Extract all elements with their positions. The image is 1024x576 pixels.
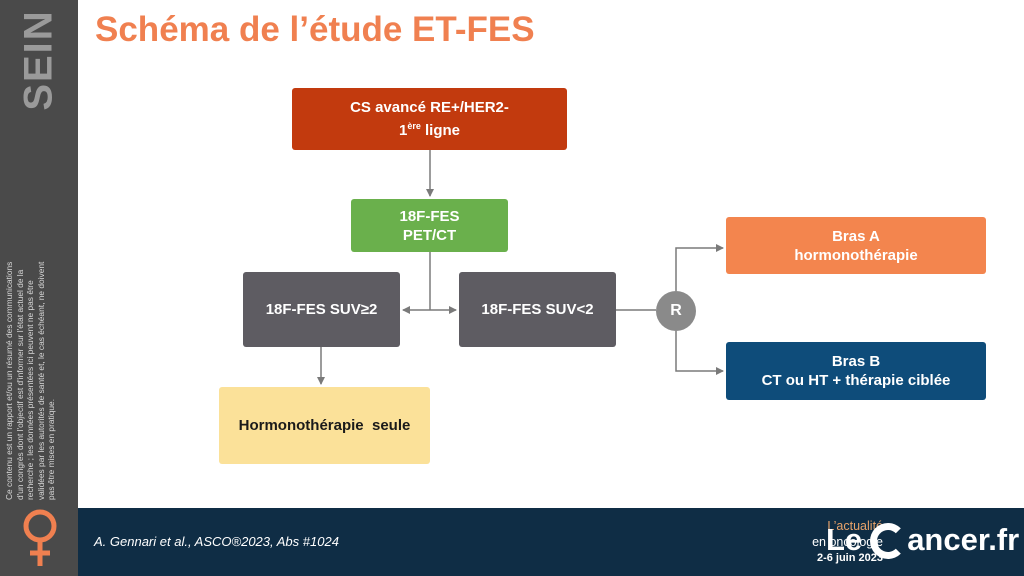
- suv-high-box: 18F-FES SUV≥2: [243, 272, 400, 347]
- arm-a-box: Bras A hormonothérapie: [726, 217, 986, 274]
- start-line1: CS avancé RE+/HER2-: [350, 99, 509, 116]
- connector-r-to-arm-b: [675, 331, 724, 375]
- hormono-label: Hormonothérapie seule: [238, 417, 411, 434]
- suv-high-label: 18F-FES SUV≥2: [265, 301, 378, 318]
- arm-b-line1: Bras B: [831, 353, 881, 370]
- actu-line2: en oncologie: [812, 535, 883, 549]
- event-dates: 2-6 juin 2023: [816, 552, 883, 564]
- pet-line1: 18F-FES: [399, 207, 460, 225]
- suv-low-box: 18F-FES SUV<2: [459, 272, 616, 347]
- start-line2-text: ligne: [420, 122, 461, 139]
- start-line2-sup: ère: [407, 121, 421, 131]
- connector-r-to-arm-a: [675, 244, 724, 291]
- start-line2: 1ère ligne: [399, 117, 460, 140]
- start-line2-num: 1: [398, 122, 408, 139]
- start-box: CS avancé RE+/HER2- 1ère ligne: [292, 88, 567, 150]
- arm-b-box: Bras B CT ou HT + thérapie ciblée: [726, 342, 986, 400]
- pet-line2: PET/CT: [402, 226, 457, 244]
- arm-b-line2: CT ou HT + thérapie ciblée: [761, 372, 951, 389]
- hormono-box: Hormonothérapie seule: [219, 387, 430, 464]
- logo-c-mark: [870, 523, 907, 559]
- citation: A. Gennari et al., ASCO®2023, Abs #1024: [94, 534, 339, 549]
- pet-box: 18F-FES PET/CT: [351, 199, 508, 252]
- suv-low-label: 18F-FES SUV<2: [481, 301, 594, 318]
- page-title: Schéma de l’étude ET-FES: [95, 10, 535, 49]
- randomization-node: R: [656, 291, 696, 331]
- lecancer-logo: Le ancer.fr: [826, 522, 1020, 559]
- actu-line1: L’actualité: [827, 519, 883, 533]
- arm-a-line1: Bras A: [832, 227, 880, 245]
- venus-icon: [23, 509, 57, 566]
- footer: A. Gennari et al., ASCO®2023, Abs #1024 …: [78, 508, 1024, 576]
- actu-block: L’actualité en oncologie 2-6 juin 2023: [678, 518, 883, 566]
- logo-rest: ancer.fr: [907, 522, 1020, 557]
- sidebar: SEIN Ce contenu est un rapport et/ou un …: [0, 0, 78, 576]
- arm-a-line2: hormonothérapie: [794, 246, 918, 264]
- logo-le: Le: [826, 522, 863, 557]
